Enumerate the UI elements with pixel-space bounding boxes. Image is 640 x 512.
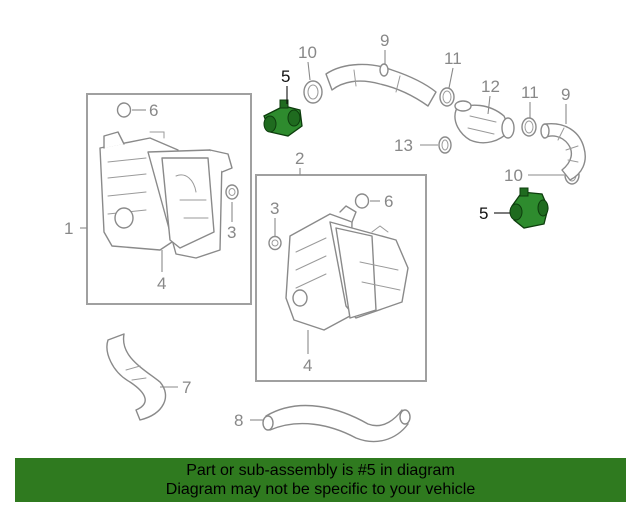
air-cleaner-right [285, 205, 409, 331]
info-banner: Part or sub-assembly is #5 in diagram Di… [15, 458, 626, 502]
callout-5-top: 5 [281, 67, 290, 86]
callout-5-right: 5 [479, 204, 488, 223]
callout-9-right: 9 [561, 85, 570, 104]
callout-11-right: 11 [521, 83, 539, 102]
banner-line-1: Part or sub-assembly is #5 in diagram [186, 462, 455, 479]
callout-7: 7 [182, 378, 191, 397]
part-9-hose-top [325, 63, 437, 107]
callout-3-right: 3 [270, 199, 279, 218]
callout-9-top: 9 [380, 31, 389, 50]
callout-13: 13 [394, 136, 413, 155]
part-12-connector [454, 100, 515, 144]
callout-4-left: 4 [157, 274, 166, 293]
callout-4-right: 4 [303, 356, 312, 375]
callout-6-left: 6 [149, 101, 158, 120]
callout-12: 12 [481, 77, 500, 96]
callout-10-right: 10 [504, 166, 523, 185]
leader-lines [80, 50, 567, 421]
part-6-ring-left [116, 102, 132, 118]
part-6-ring-right [354, 193, 370, 209]
air-cleaner-left [99, 131, 233, 259]
callout-3-left: 3 [227, 223, 236, 242]
callout-2: 2 [295, 149, 304, 168]
part-5-highlight-top [263, 99, 303, 137]
assembly-box-1 [86, 93, 252, 305]
banner-line-2: Diagram may not be specific to your vehi… [165, 481, 476, 498]
part-11-ring-top [439, 87, 455, 107]
callout-11-top: 11 [444, 49, 462, 68]
callout-10-top: 10 [298, 43, 317, 62]
part-11-ring-right [521, 117, 537, 137]
part-13-clamp [438, 136, 452, 154]
callout-6-right: 6 [384, 192, 393, 211]
callout-8: 8 [234, 411, 243, 430]
part-3-grommet-left [225, 184, 239, 200]
part-8-hose [265, 404, 409, 443]
part-9-hose-right [543, 123, 586, 181]
callout-1: 1 [64, 219, 73, 238]
part-7-duct [106, 333, 167, 421]
part-10-ring-top [303, 80, 323, 104]
part-3-grommet-right [268, 235, 282, 251]
assembly-box-2 [255, 174, 427, 382]
part-5-highlight-right [509, 187, 549, 229]
